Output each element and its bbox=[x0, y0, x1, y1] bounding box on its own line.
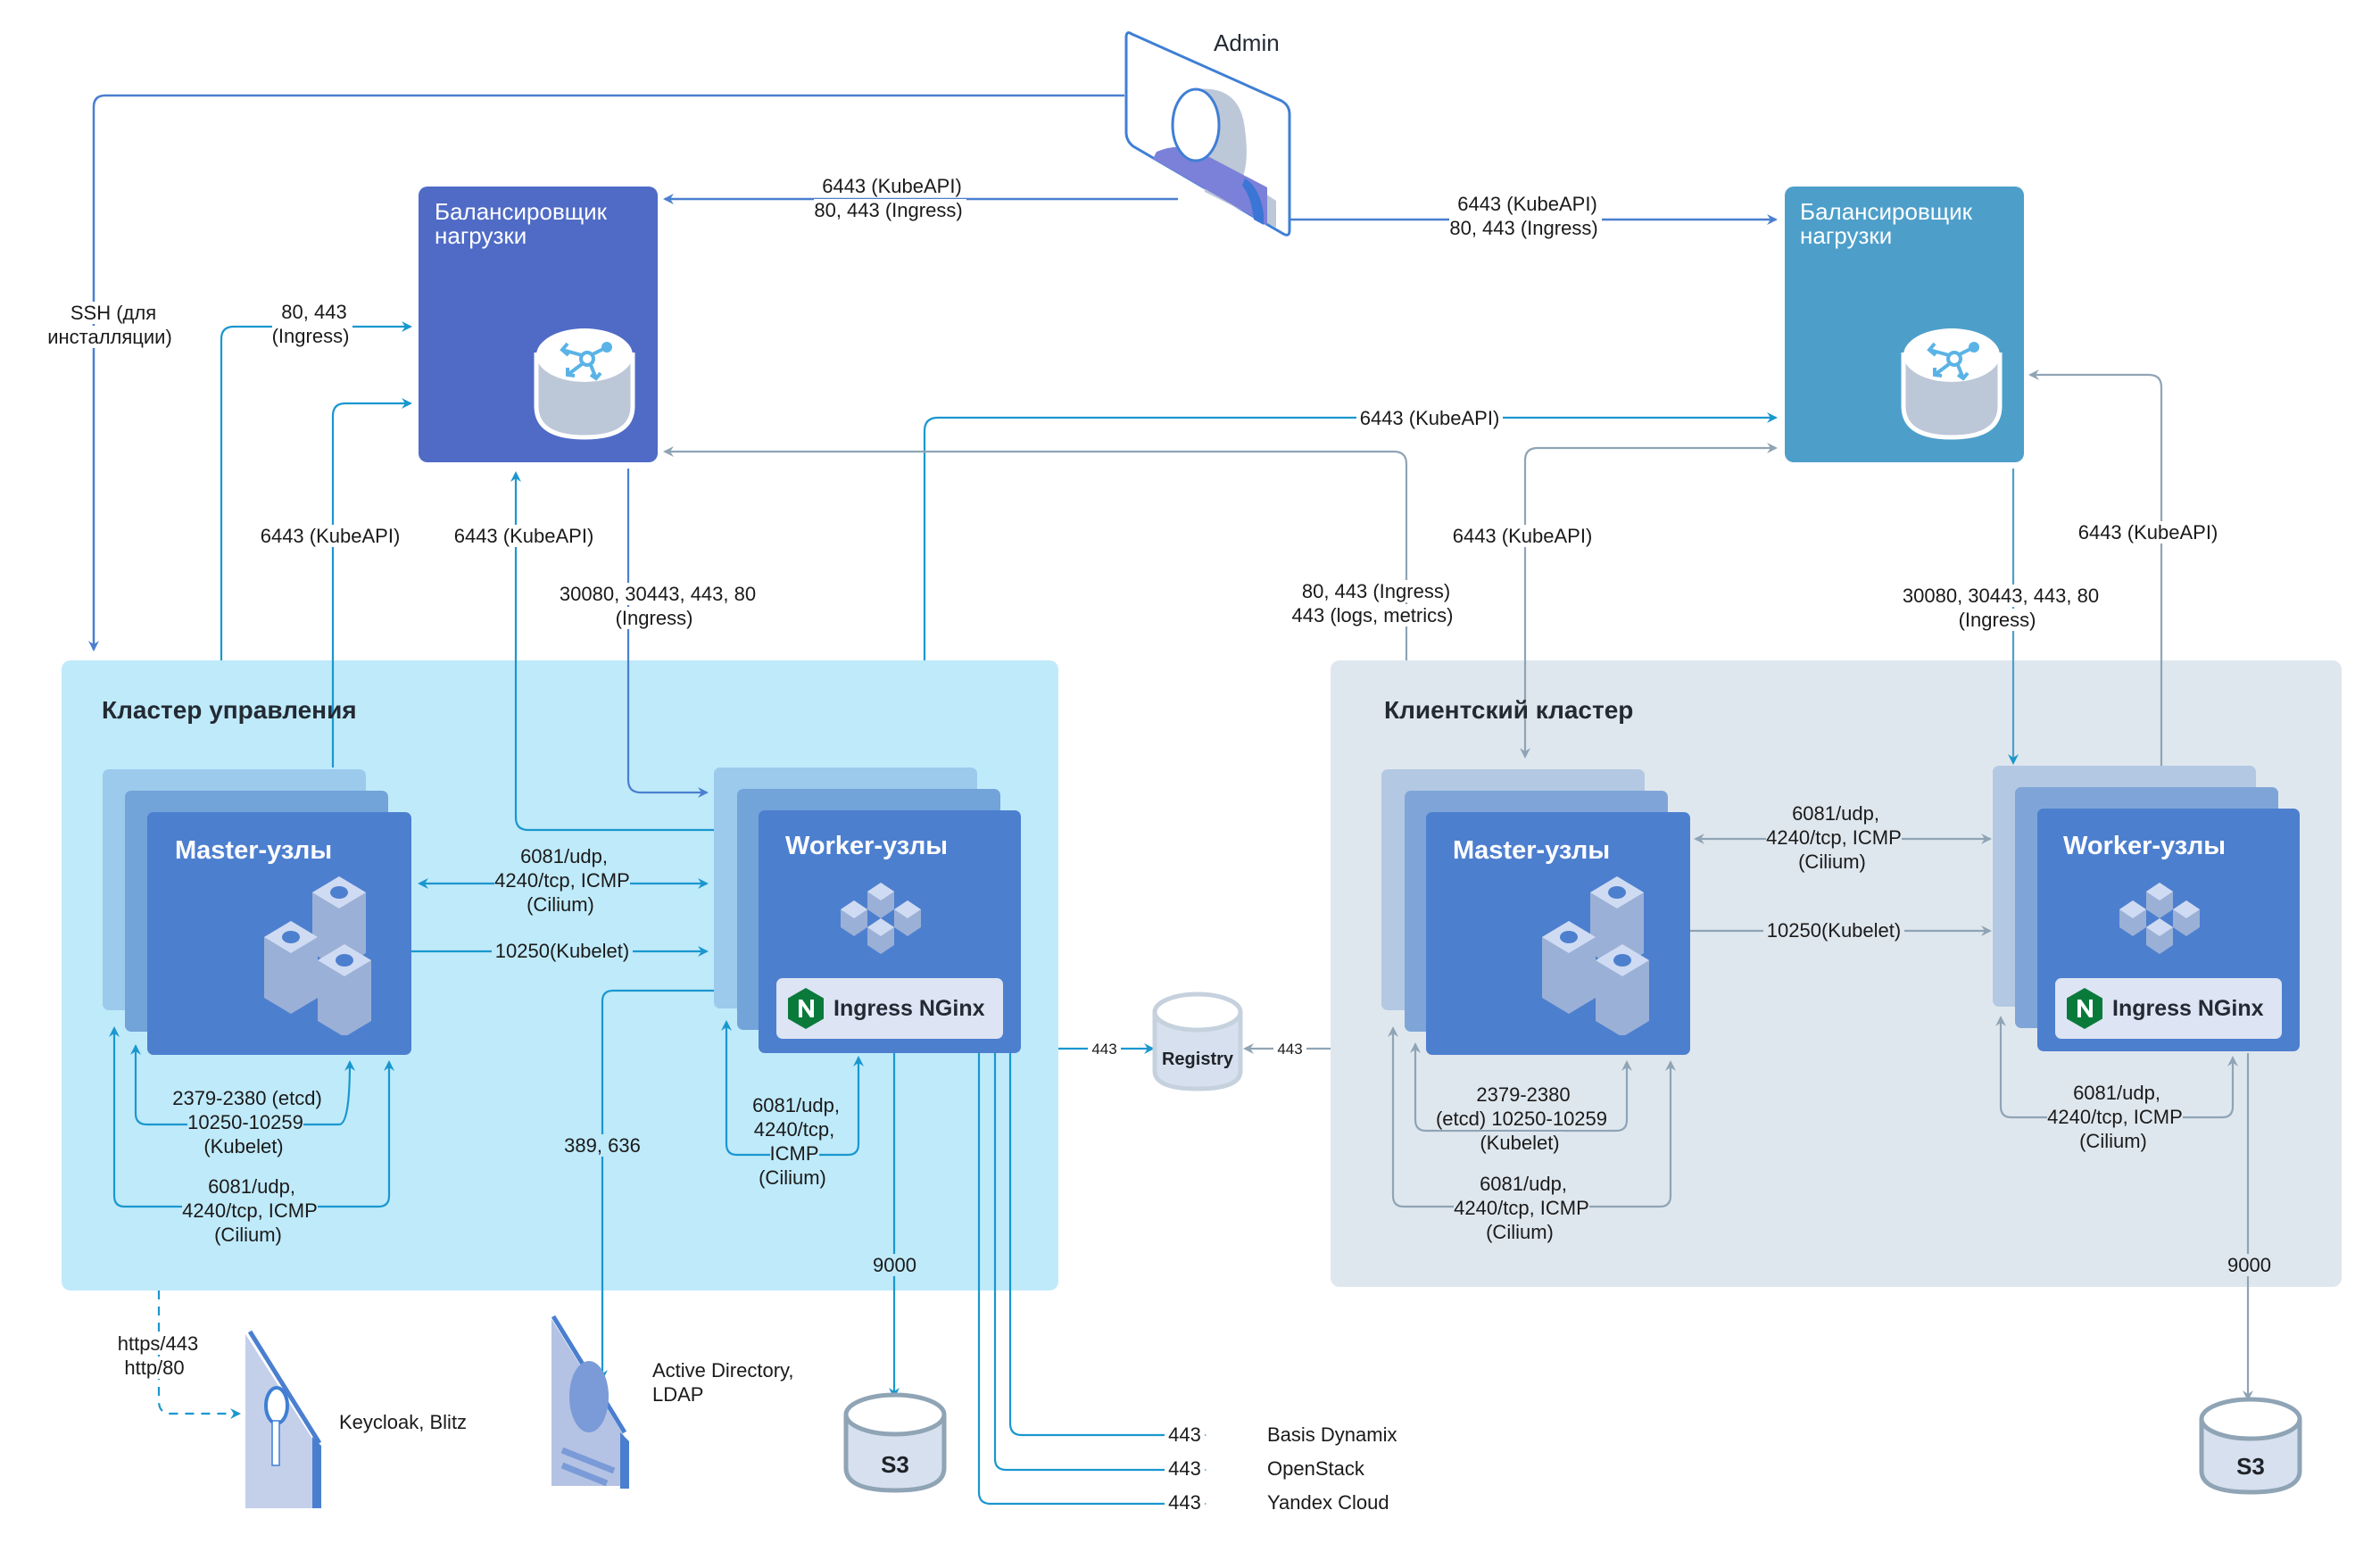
s3-right-label: S3 bbox=[2236, 1453, 2265, 1480]
label-client-master-cilium: 6081/udp, 4240/tcp, ICMP (Cilium) bbox=[1454, 1173, 1589, 1243]
edge-cloud-yandex bbox=[977, 1053, 1207, 1509]
label-client-lb-worker: 30080, 30443, 443, 80 (Ingress) bbox=[1883, 584, 2115, 632]
label-client-kubelet-mw: 10250(Kubelet) bbox=[1754, 918, 1914, 942]
edge-ldap bbox=[597, 989, 714, 1381]
label-mgmt-s3: 9000 bbox=[852, 1253, 937, 1277]
label-registry-right: 443 bbox=[1265, 1037, 1314, 1061]
s3-left-db[interactable] bbox=[843, 1392, 947, 1493]
client-ingress-nginx[interactable]: Ingress NGinx bbox=[2055, 978, 2282, 1039]
cloud-yandex-port: 443 bbox=[1160, 1490, 1209, 1514]
client-worker-cubes-icon bbox=[2119, 883, 2200, 954]
label-client-etcd: 2379-2380 (etcd) 10250-10259 (Kubelet) bbox=[1435, 1083, 1608, 1154]
label-mgmt-ingress-lb: 80, 443 (Ingress) bbox=[259, 300, 366, 348]
client-master-title: Master-узлы bbox=[1453, 836, 1611, 865]
label-mgmt-worker-cilium: 6081/udp, 4240/tcp, ICMP (Cilium) bbox=[741, 1093, 848, 1190]
ldap-label: Active Directory, LDAP bbox=[652, 1359, 794, 1406]
edge-cloud-basis bbox=[1008, 1053, 1207, 1440]
mgmt-ingress-label: Ingress NGinx bbox=[833, 995, 985, 1021]
edge-keycloak bbox=[157, 1290, 241, 1419]
mgmt-worker-title: Worker-узлы bbox=[785, 832, 949, 860]
label-keycloak-ports: https/443 http/80 bbox=[103, 1332, 210, 1380]
edge-cloud-openstack bbox=[993, 1053, 1207, 1475]
nginx-logo-icon bbox=[2067, 988, 2102, 1029]
label-ssh: SSH (для инсталляции) bbox=[40, 301, 183, 349]
cloud-openstack[interactable]: OpenStack bbox=[1267, 1457, 1364, 1480]
edge-master-kubeapi-lb bbox=[331, 398, 412, 768]
label-mgmt-cilium-mw: 6081/udp, 4240/tcp, ICMP (Cilium) bbox=[494, 845, 630, 916]
edge-client-master-kubeapi bbox=[1520, 443, 1778, 759]
mgmt-master-server-icon bbox=[264, 876, 371, 1035]
label-client-s3: 9000 bbox=[2207, 1253, 2292, 1277]
edge-admin-ssh bbox=[88, 94, 1124, 651]
client-worker-title: Worker-узлы bbox=[2063, 832, 2227, 860]
label-mgmt-kubelet-mw: 10250(Kubelet) bbox=[482, 939, 643, 963]
right-lb-title[interactable]: Балансировщик нагрузки bbox=[1800, 198, 1973, 249]
edge-lb-worker-ingress bbox=[626, 469, 709, 798]
s3-right-db[interactable] bbox=[2199, 1397, 2302, 1495]
mgmt-master-title: Master-узлы bbox=[175, 836, 333, 865]
label-lb-worker-ingress: 30080, 30443, 443, 80 (Ingress) bbox=[540, 582, 772, 630]
label-client-cilium-mw: 6081/udp, 4240/tcp, ICMP (Cilium) bbox=[1766, 802, 1902, 873]
mgmt-worker-cubes-icon bbox=[841, 883, 921, 954]
edge-mgmt-ingress-lb bbox=[220, 321, 412, 660]
edge-client-left-lb bbox=[663, 446, 1408, 660]
label-master-kubeapi: 6443 (KubeAPI) bbox=[250, 524, 410, 548]
edge-client-etcd-loop bbox=[1410, 1042, 1632, 1133]
load-balancer-icon-left bbox=[419, 187, 658, 462]
cloud-yandex[interactable]: Yandex Cloud bbox=[1267, 1491, 1389, 1514]
label-admin-left-lb: 6443 (KubeAPI) 80, 443 (Ingress) bbox=[803, 174, 977, 222]
cloud-openstack-port: 443 bbox=[1160, 1456, 1209, 1481]
label-mgmt-right-lb: 6443 (KubeAPI) bbox=[1349, 406, 1510, 430]
keycloak-key-icon[interactable] bbox=[245, 1330, 322, 1508]
keycloak-label: Keycloak, Blitz bbox=[339, 1411, 468, 1433]
label-mgmt-master-cilium: 6081/udp, 4240/tcp, ICMP (Cilium) bbox=[182, 1175, 318, 1246]
load-balancer-icon-right bbox=[1785, 187, 2024, 462]
label-mgmt-etcd: 2379-2380 (etcd) 10250-10259 (Kubelet) bbox=[156, 1086, 335, 1158]
label-client-worker-cilium: 6081/udp, 4240/tcp, ICMP (Cilium) bbox=[2047, 1082, 2183, 1152]
nginx-logo-icon bbox=[788, 988, 824, 1029]
registry-label: Registry bbox=[1161, 1050, 1234, 1069]
edge-client-worker-kubeapi bbox=[2028, 369, 2163, 768]
label-ldap-port: 389, 636 bbox=[549, 1133, 656, 1158]
edge-mgmt-right-lb bbox=[923, 412, 1778, 660]
label-worker-kubeapi: 6443 (KubeAPI) bbox=[444, 524, 604, 548]
mgmt-ingress-nginx[interactable]: Ingress NGinx bbox=[776, 978, 1003, 1039]
label-registry-left: 443 bbox=[1080, 1037, 1129, 1061]
client-master-server-icon bbox=[1542, 876, 1649, 1035]
label-client-master-kubeapi: 6443 (KubeAPI) bbox=[1442, 524, 1603, 548]
registry-db[interactable] bbox=[1152, 992, 1243, 1091]
s3-left-label: S3 bbox=[881, 1451, 909, 1478]
label-client-left-lb: 80, 443 (Ingress) 443 (logs, metrics) bbox=[1267, 579, 1481, 627]
client-ingress-label: Ingress NGinx bbox=[2112, 995, 2264, 1021]
edge-worker-kubeapi-lb bbox=[510, 471, 714, 832]
cloud-basis-dynamix[interactable]: Basis Dynamix bbox=[1267, 1423, 1397, 1446]
client-cluster-title: Клиентский кластер bbox=[1384, 696, 1634, 724]
label-client-worker-kubeapi: 6443 (KubeAPI) bbox=[2068, 520, 2228, 544]
label-admin-right-lb: 6443 (KubeAPI) 80, 443 (Ingress) bbox=[1439, 192, 1613, 240]
left-lb-title[interactable]: Балансировщик нагрузки bbox=[435, 198, 608, 249]
admin-label: Admin bbox=[1214, 29, 1280, 56]
admin-user-icon[interactable] bbox=[1124, 31, 1291, 236]
management-cluster-title: Кластер управления bbox=[102, 696, 357, 724]
cloud-basis-port: 443 bbox=[1160, 1423, 1209, 1447]
ldap-directory-icon[interactable] bbox=[551, 1315, 629, 1489]
